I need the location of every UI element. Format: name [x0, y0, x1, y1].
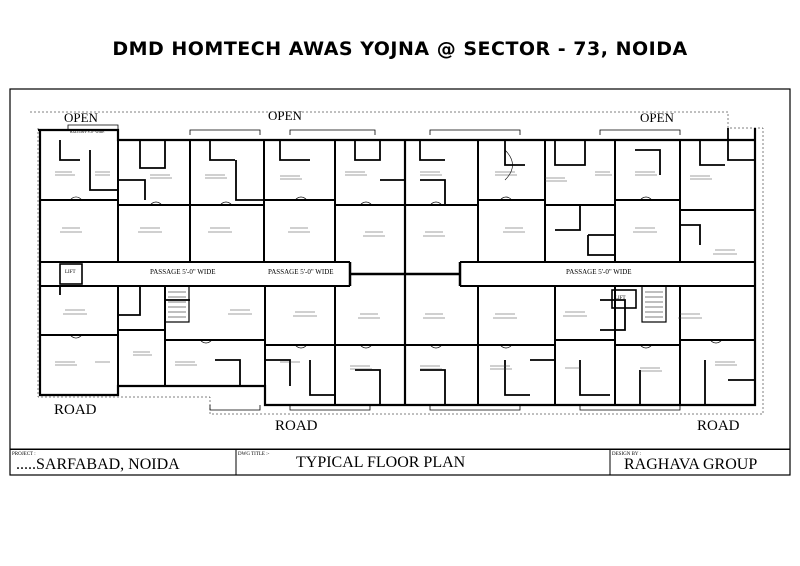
room-label-marks: [55, 171, 737, 372]
project-value: .....SARFABAD, NOIDA: [16, 456, 180, 473]
lift-label-left: LIFT: [65, 270, 76, 275]
open-label-center: OPEN: [268, 108, 303, 123]
road-label-center: ROAD: [275, 418, 318, 434]
open-label-left: OPEN: [64, 110, 99, 125]
design-caption: DESIGN BY :: [612, 452, 641, 457]
project-caption: PROJECT :: [12, 452, 36, 457]
passage-label-1: PASSAGE 5'-0" WIDE: [150, 268, 216, 276]
drawing-value: TYPICAL FLOOR PLAN: [296, 454, 466, 471]
road-label-left: ROAD: [54, 402, 97, 418]
road-label-right: ROAD: [697, 418, 740, 434]
title-block-drawing: DWG TITLE :- TYPICAL FLOOR PLAN: [236, 449, 610, 476]
balcony-label: BALCONY 3'-0" WIDE: [70, 130, 104, 134]
sheet-border: [9, 88, 791, 476]
lift-label-right: LIFT: [615, 296, 626, 301]
building-walls: [28, 111, 764, 415]
design-value: RAGHAVA GROUP: [624, 456, 758, 473]
passage-label-3: PASSAGE 5'-0" WIDE: [566, 268, 632, 276]
title-block-project: PROJECT : .....SARFABAD, NOIDA: [10, 449, 236, 476]
drawing-caption: DWG TITLE :-: [238, 452, 270, 457]
title-block-design: DESIGN BY : RAGHAVA GROUP: [610, 449, 790, 476]
open-label-right: OPEN: [640, 110, 675, 125]
passage-label-2: PASSAGE 5'-0" WIDE: [268, 268, 334, 276]
page-title: DMD HOMTECH AWAS YOJNA @ SECTOR - 73, NO…: [112, 38, 688, 60]
